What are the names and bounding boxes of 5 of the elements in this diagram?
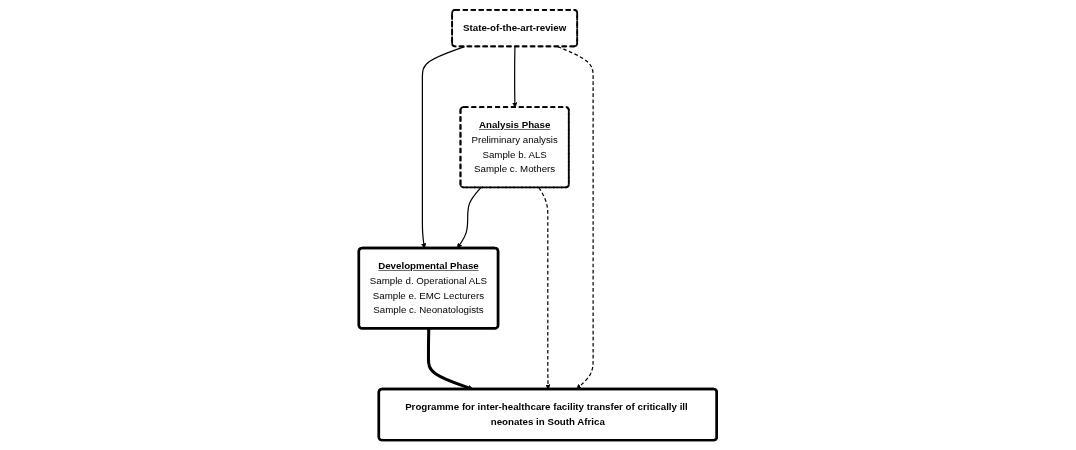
arrow <box>557 46 594 390</box>
arrow <box>421 46 466 249</box>
arrow <box>512 46 518 108</box>
arrow <box>538 187 551 390</box>
arrow <box>457 187 482 249</box>
